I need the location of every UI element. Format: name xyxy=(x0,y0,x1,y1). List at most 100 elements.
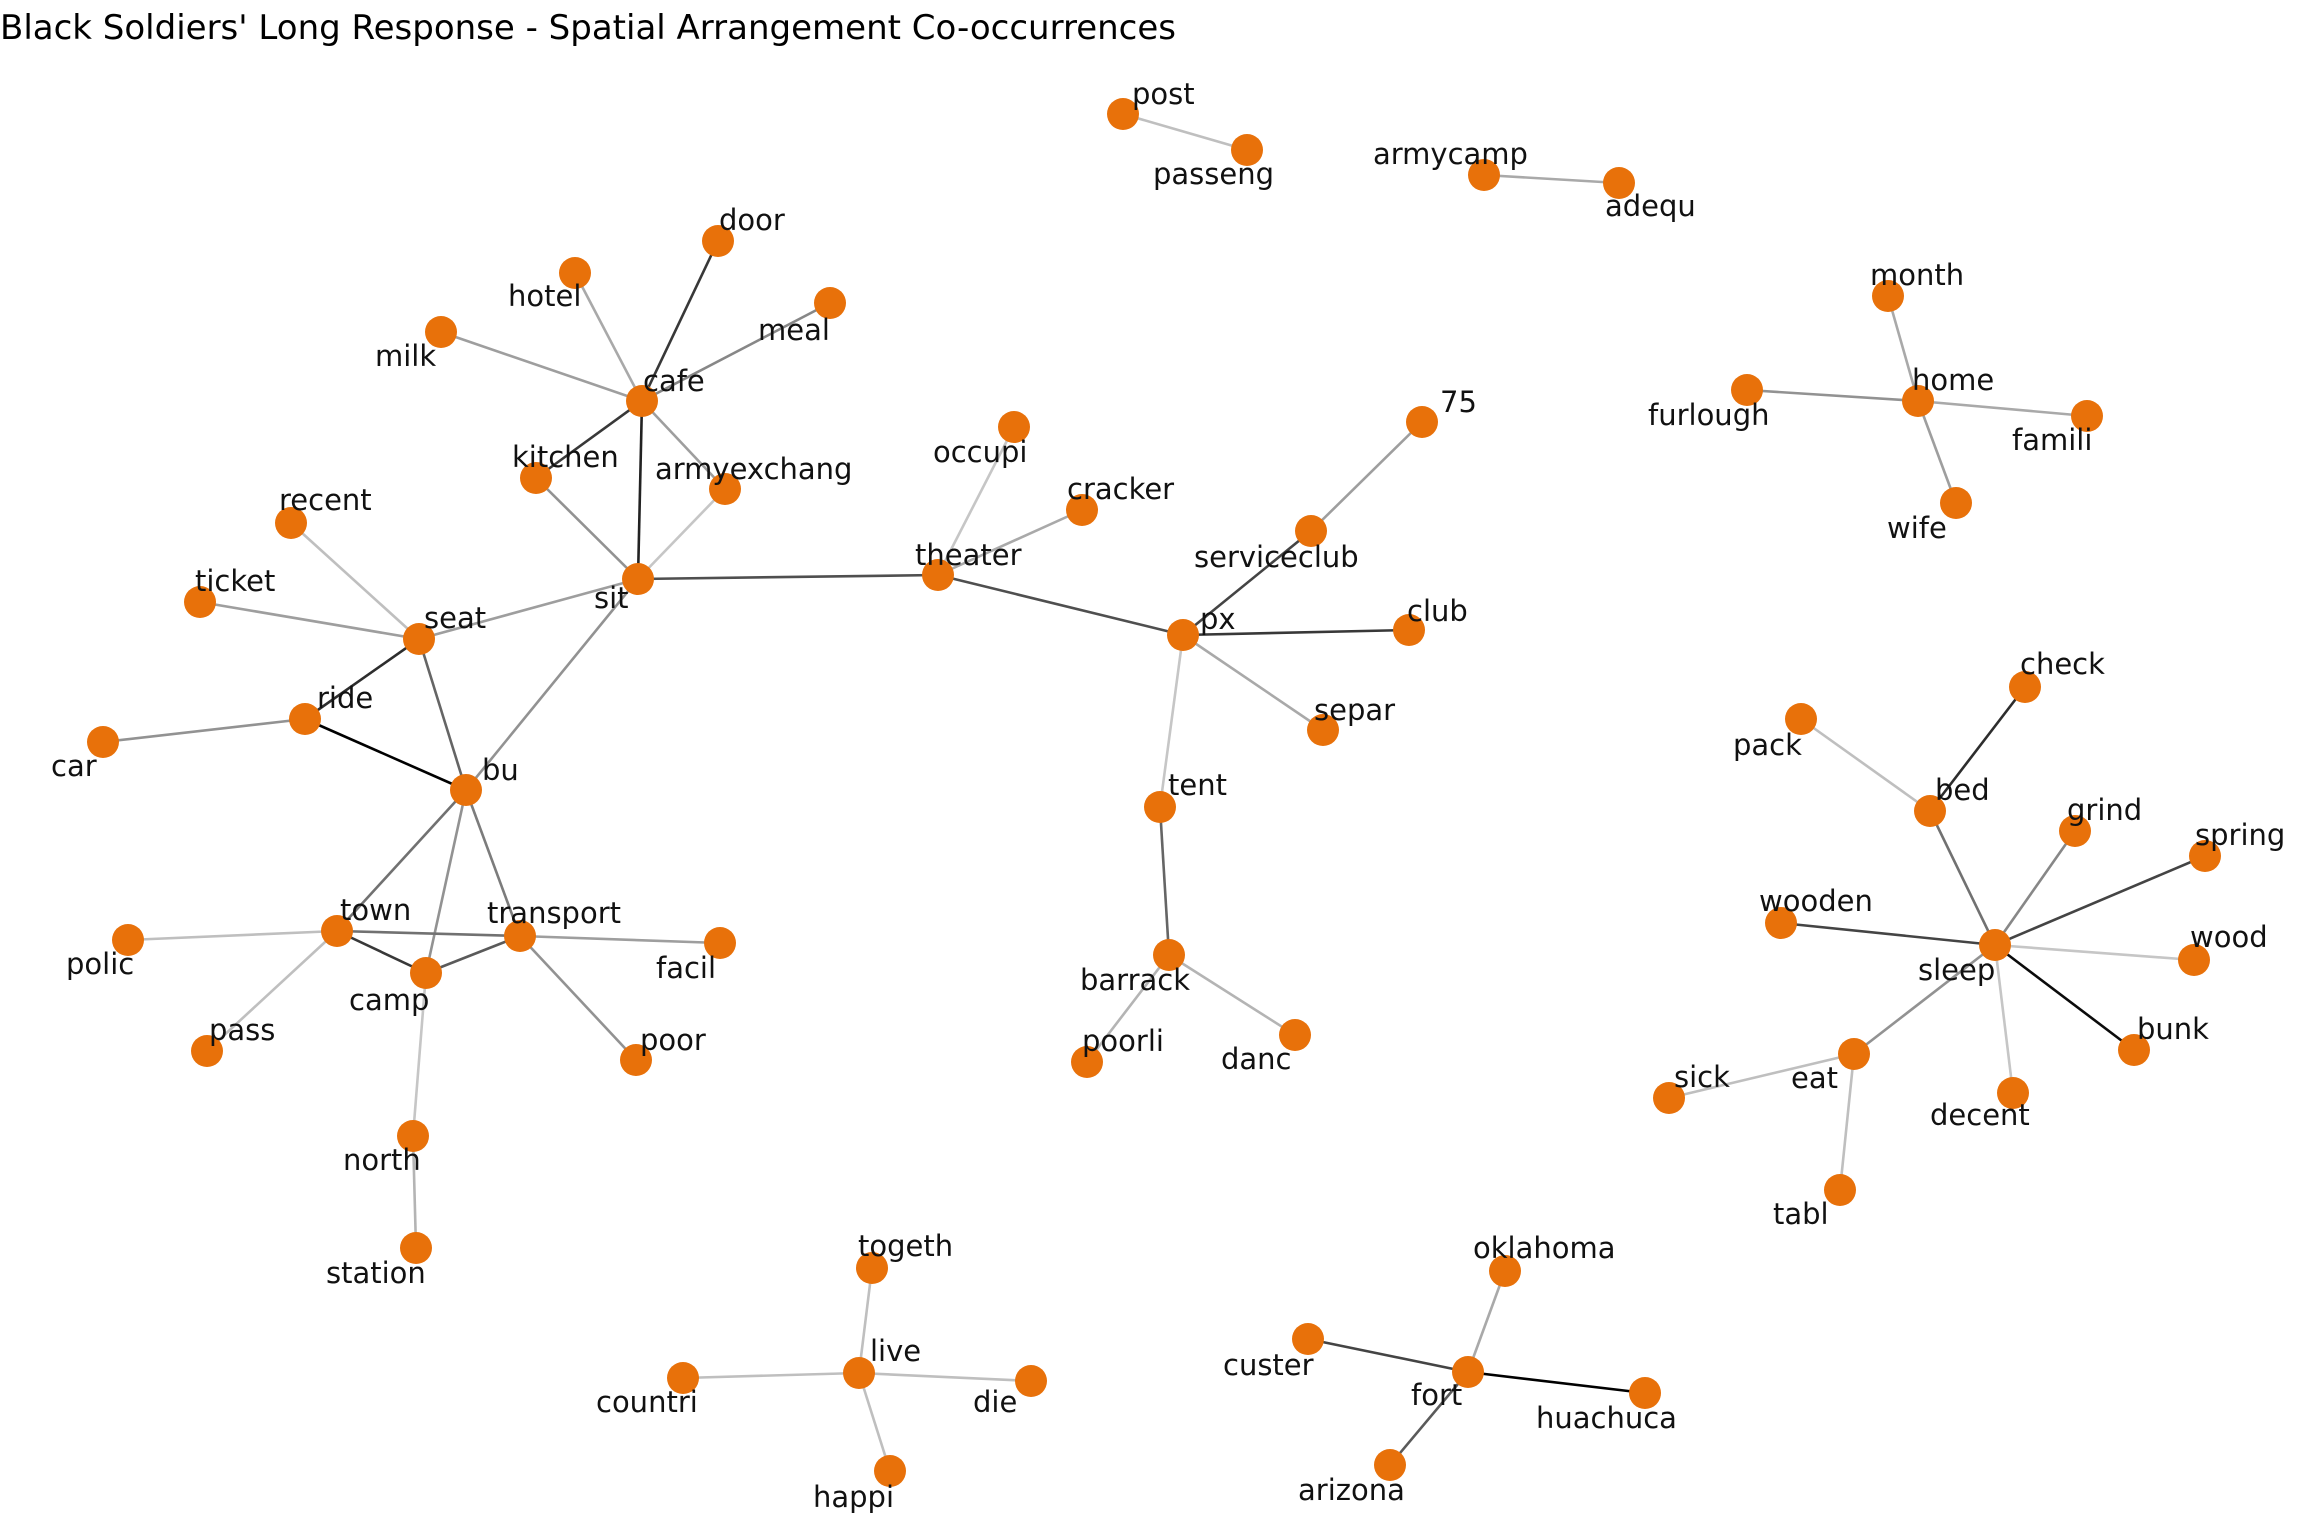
node-grind xyxy=(2059,815,2091,847)
node-home xyxy=(1902,385,1934,417)
node-label-seat: seat xyxy=(424,601,486,635)
edge-px-serviceclub xyxy=(1182,529,1312,637)
node-label-home: home xyxy=(1912,363,1994,397)
node-sleep xyxy=(1979,929,2011,961)
edge-seat-bu xyxy=(417,638,468,791)
node-label-wood: wood xyxy=(2190,920,2268,954)
node-famili xyxy=(2071,400,2103,432)
node-seat xyxy=(403,623,435,655)
edge-town-polic xyxy=(127,929,338,942)
node-countri xyxy=(667,1362,699,1394)
node-label-post: post xyxy=(1132,77,1195,111)
edge-theater-cracker xyxy=(937,508,1083,577)
node-label-cafe: cafe xyxy=(643,364,705,398)
edges-layer xyxy=(102,112,2206,1472)
node-happi xyxy=(874,1455,906,1487)
node-label-facil: facil xyxy=(656,951,716,985)
edge-eat-tabl xyxy=(1838,1053,1856,1191)
edge-cafe-hotel xyxy=(573,272,644,402)
node-custer xyxy=(1292,1323,1324,1355)
edge-cafe-kitchen xyxy=(535,399,643,480)
node-label-cracker: cracker xyxy=(1067,472,1174,506)
node-label-separ: separ xyxy=(1314,693,1395,727)
edge-town-pass xyxy=(206,930,338,1052)
node-north xyxy=(397,1120,429,1152)
edge-transport-facil xyxy=(519,934,721,945)
node-label-danc: danc xyxy=(1221,1042,1292,1076)
node-label-passeng: passeng xyxy=(1153,157,1274,191)
edge-fort-custer xyxy=(1307,1337,1469,1374)
node-oklahoma xyxy=(1489,1255,1521,1287)
node-danc xyxy=(1279,1019,1311,1051)
node-label-north: north xyxy=(343,1143,421,1177)
node-bu xyxy=(450,774,482,806)
node-station xyxy=(400,1232,432,1264)
node-label-live: live xyxy=(870,1334,921,1368)
node-fort xyxy=(1452,1356,1484,1388)
node-label-polic: polic xyxy=(66,947,134,981)
edge-sleep-bunk xyxy=(1994,943,2135,1052)
node-theater xyxy=(922,559,954,591)
node-poor xyxy=(620,1044,652,1076)
node-milk xyxy=(425,316,457,348)
edge-fort-huachuca xyxy=(1467,1370,1646,1395)
node-ticket xyxy=(184,586,216,618)
edge-kitchen-sit xyxy=(535,477,639,580)
edge-sleep-spring xyxy=(1994,854,2206,947)
node-tent xyxy=(1144,791,1176,823)
node-wife xyxy=(1940,487,1972,519)
edge-bu-camp xyxy=(424,789,468,974)
edge-north-station xyxy=(411,1135,418,1249)
node-label-famili: famili xyxy=(2012,423,2092,457)
edge-px-club xyxy=(1182,628,1410,637)
edge-sit-theater xyxy=(637,573,939,581)
node-pack xyxy=(1785,703,1817,735)
node-club xyxy=(1393,614,1425,646)
edge-sit-bu xyxy=(464,578,640,791)
node-label-camp: camp xyxy=(349,983,429,1017)
node-ride xyxy=(289,703,321,735)
node-label-bed: bed xyxy=(1935,773,1990,807)
edge-live-togeth xyxy=(857,1267,874,1374)
edge-cafe-armyexchang xyxy=(641,400,726,490)
node-cafe xyxy=(626,385,658,417)
node-togeth xyxy=(856,1252,888,1284)
edge-sleep-wood xyxy=(1994,943,2195,962)
edge-live-die xyxy=(858,1371,1032,1383)
node-separ xyxy=(1307,714,1339,746)
node-huachuca xyxy=(1629,1377,1661,1409)
edge-home-furlough xyxy=(1746,388,1919,403)
node-serviceclub xyxy=(1295,515,1327,547)
edge-tent-barrack xyxy=(1158,806,1171,956)
edge-sleep-decent xyxy=(1993,944,2015,1094)
edge-post-passeng xyxy=(1122,112,1248,152)
edge-seat-recent xyxy=(290,522,420,640)
node-polic xyxy=(112,924,144,956)
edge-home-wife xyxy=(1916,400,1958,504)
node-cracker xyxy=(1066,494,1098,526)
node-sit xyxy=(622,563,654,595)
node-label-milk: milk xyxy=(375,339,436,373)
edge-seat-ticket xyxy=(199,600,420,641)
node-poorli xyxy=(1071,1046,1103,1078)
edge-month-home xyxy=(1886,295,1920,402)
nodes-layer xyxy=(87,98,2221,1487)
node-label-ticket: ticket xyxy=(195,564,275,598)
edge-ride-car xyxy=(102,717,306,744)
node-label-pass: pass xyxy=(209,1013,275,1047)
node-meal xyxy=(814,287,846,319)
edge-camp-north xyxy=(411,972,428,1137)
node-label-recent: recent xyxy=(279,483,372,517)
edge-home-famili xyxy=(1917,399,2088,418)
node-wood xyxy=(2178,944,2210,976)
node-adequ xyxy=(1603,167,1635,199)
node-label-poor: poor xyxy=(640,1023,706,1057)
node-label-decent: decent xyxy=(1930,1098,2030,1132)
edge-town-transport xyxy=(336,929,521,938)
edge-seat-ride xyxy=(304,637,420,721)
node-recent xyxy=(275,507,307,539)
node-label-sick: sick xyxy=(1674,1060,1730,1094)
edge-sleep-wooden xyxy=(1780,921,1996,947)
node-label-spring: spring xyxy=(2195,818,2285,852)
